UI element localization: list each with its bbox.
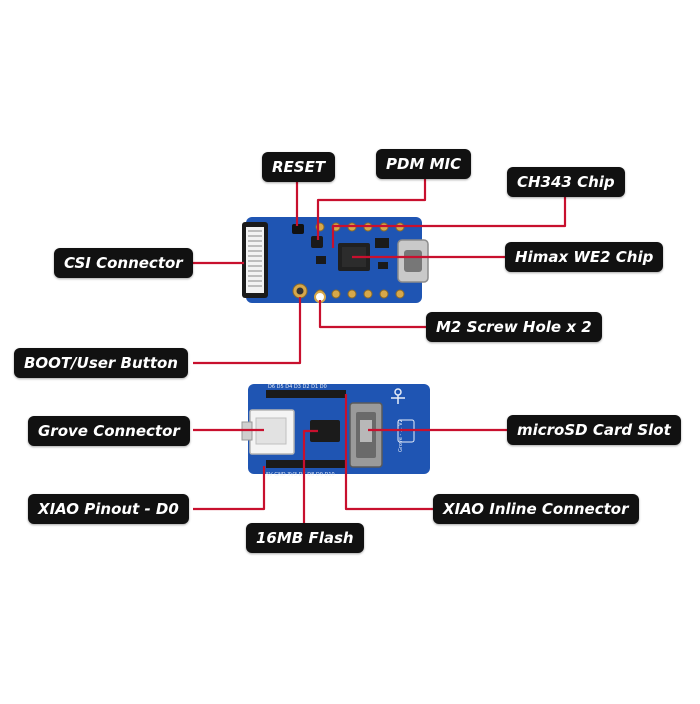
label-16mb-flash: 16MB Flash [246, 523, 364, 553]
leader-m2-screw [318, 300, 426, 329]
leader-boot-button [193, 297, 302, 365]
label-boot-user-button: BOOT/User Button [14, 348, 188, 378]
label-ch343-chip: CH343 Chip [507, 167, 625, 197]
bottom-board: D6 D5 D4 D3 D2 D1 D0 5V GND 3V3 D7 D8 D9… [241, 384, 430, 478]
xiao-header-top [266, 390, 346, 398]
label-xiao-inline-connector: XIAO Inline Connector [433, 494, 639, 524]
top-board [242, 217, 429, 303]
xiao-header-bottom [266, 460, 346, 468]
silk-grove-text: Grove - ... V2 [398, 419, 404, 452]
leader-ch343-chip [331, 196, 567, 248]
csi-fpc-connector [242, 222, 268, 298]
silk-bottom-pins: 5V GND 3V3 D7 D8 D9 D10 [266, 472, 335, 478]
label-csi-connector: CSI Connector [54, 248, 193, 278]
brand-glyph [391, 388, 405, 404]
leader-16mb-flash [302, 429, 318, 523]
label-himax-we2-chip: Himax WE2 Chip [505, 242, 664, 272]
label-reset: RESET [262, 152, 336, 182]
label-pdm-mic: PDM MIC [376, 149, 472, 179]
label-m2-screw-hole: M2 Screw Hole x 2 [426, 312, 602, 342]
pdm-mic-part [311, 236, 323, 248]
label-xiao-pinout-d0: XIAO Pinout - D0 [28, 494, 189, 524]
flash-chip-part [310, 420, 340, 442]
label-microsd-card-slot: microSD Card Slot [507, 415, 681, 445]
leader-pdm-mic [316, 178, 427, 240]
reset-button-part [292, 224, 304, 234]
label-grove-connector: Grove Connector [28, 416, 190, 446]
leader-xiao-pinout [193, 466, 266, 511]
leader-lines [193, 178, 567, 523]
leader-xiao-inline [344, 394, 433, 511]
silk-top-pins: D6 D5 D4 D3 D2 D1 D0 [268, 384, 327, 390]
